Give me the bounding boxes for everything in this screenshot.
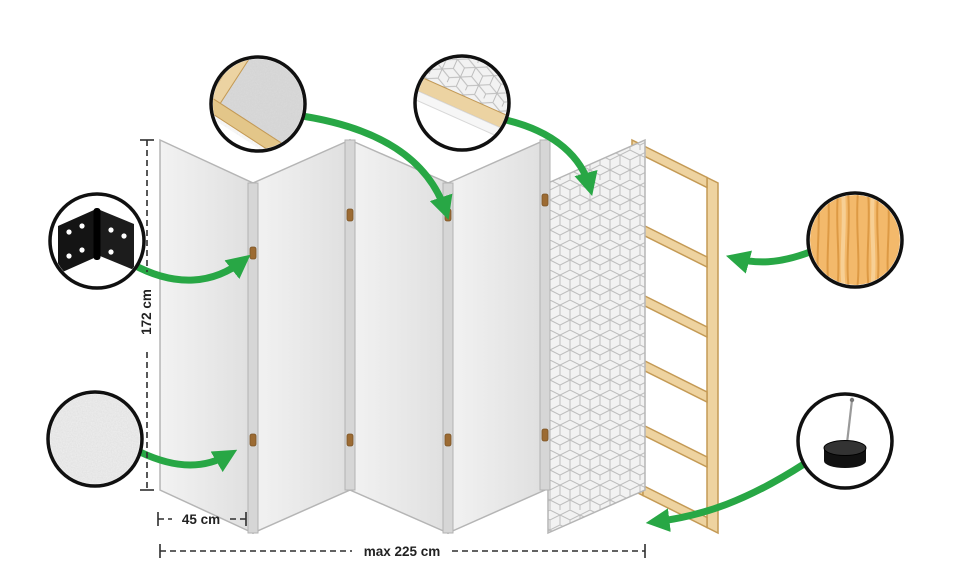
canvas-texture-icon: [50, 394, 140, 484]
panel-width-label: 45 cm: [182, 512, 220, 527]
height-label: 172 cm: [139, 289, 154, 335]
arrow-fabric-to-panel: [136, 448, 238, 473]
patterned-panel: [547, 138, 646, 535]
arrow-edge-to-pattern: [502, 116, 598, 197]
total-width-label: max 225 cm: [364, 544, 441, 559]
panel-joints: [247, 139, 551, 534]
arrow-foot-to-base: [645, 460, 808, 532]
callout-fabric-detail: [46, 390, 144, 488]
panel-edge-icon: [417, 58, 507, 143]
callout-wood-detail: [806, 191, 904, 289]
arrow-wood-to-frame: [725, 248, 814, 274]
arrow-corner-to-frame: [298, 112, 453, 220]
panel-width-dimension: 45 cm: [157, 512, 247, 527]
height-dimension: 172 cm: [139, 139, 154, 491]
frame-corner-icon: [213, 59, 303, 149]
screen-panel-2: [252, 138, 351, 535]
hinge-icon: [58, 208, 134, 274]
screen-panel-4: [447, 138, 546, 535]
screen-panel-1: [159, 138, 254, 535]
foot-icon: [823, 397, 867, 468]
callout-edge-detail: [413, 54, 511, 152]
callout-foot-detail: [796, 392, 894, 490]
callout-hinge-detail: [48, 192, 146, 290]
total-width-dimension: max 225 cm: [159, 544, 646, 559]
screen-panel-3: [349, 138, 449, 535]
screen-panels: [159, 138, 551, 535]
callout-corner-detail: [209, 55, 307, 153]
